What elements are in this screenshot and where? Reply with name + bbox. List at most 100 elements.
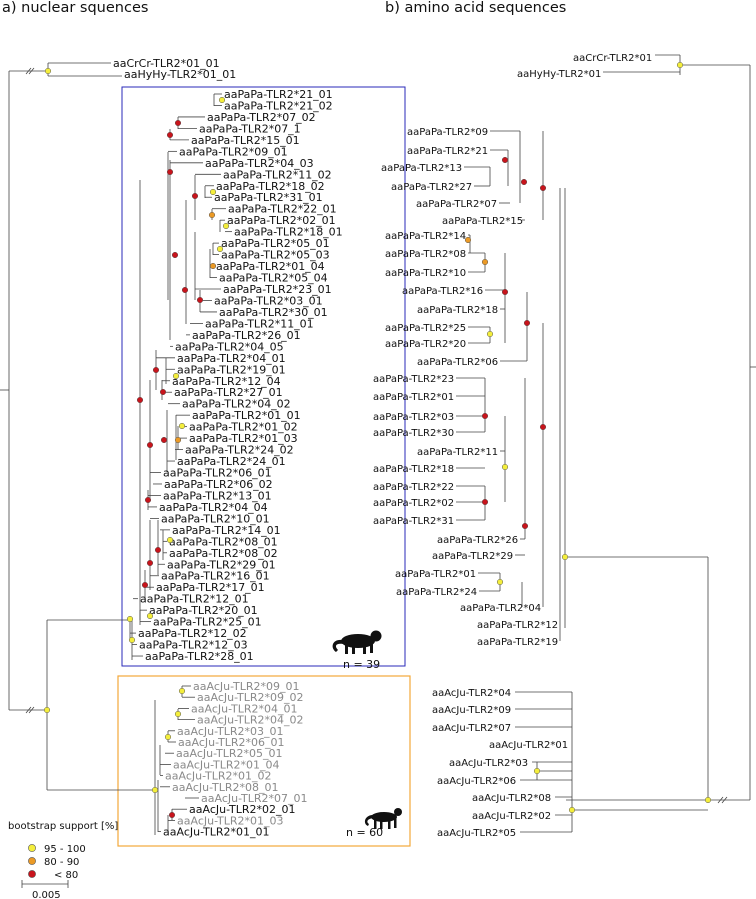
support-node <box>481 498 489 506</box>
tip-label: aaAcJu-TLR2*08 <box>472 793 551 804</box>
tip-label: aaPaPa-TLR2*05_03 <box>221 249 330 262</box>
support-node <box>174 436 182 444</box>
support-node <box>533 767 541 775</box>
support-node <box>561 553 569 561</box>
tip-label: aaAcJu-TLR2*08_01 <box>172 781 279 794</box>
tip-label: aaAcJu-TLR2*06_01 <box>178 736 285 749</box>
tip-label: aaAcJu-TLR2*06 <box>437 776 516 787</box>
support-node <box>481 412 489 420</box>
tip-label: aaPaPa-TLR2*30_01 <box>219 306 328 319</box>
heading-nuclear: a) nuclear squences <box>2 0 148 16</box>
legend-mid-marker <box>28 857 36 865</box>
tip-label: aaPaPa-TLR2*01_03 <box>189 432 298 445</box>
cheetah-count: n = 60 <box>346 826 383 839</box>
tip-label: aaAcJu-TLR2*07 <box>432 723 511 734</box>
support-node <box>464 236 472 244</box>
tip-label: aaPaPa-TLR2*12_04 <box>172 375 281 388</box>
tip-label: aaAcJu-TLR2*01 <box>489 740 568 751</box>
tip-label: aaPaPa-TLR2*26_01 <box>192 329 301 342</box>
tip-label: aaPaPa-TLR2*13 <box>381 163 462 174</box>
support-node <box>44 67 52 75</box>
tip-label: aaPaPa-TLR2*02 <box>373 498 454 509</box>
support-node <box>178 422 186 430</box>
support-node <box>208 211 216 219</box>
legend-high-marker <box>28 844 36 852</box>
support-node <box>501 463 509 471</box>
panther-clade-box <box>121 86 406 667</box>
cheetah-icon <box>364 808 402 829</box>
support-node <box>191 192 199 200</box>
heading-amino: b) amino acid sequences <box>385 0 566 16</box>
support-node <box>166 536 174 544</box>
tip-label: aaPaPa-TLR2*01 <box>395 569 476 580</box>
tip-label: aaPaPa-TLR2*22 <box>373 482 454 493</box>
tip-label: aaPaPa-TLR2*24_01 <box>177 455 286 468</box>
support-node <box>172 372 180 380</box>
tip-label: aaAcJu-TLR2*01_04 <box>173 758 280 771</box>
support-node <box>174 710 182 718</box>
tip-label: aaPaPa-TLR2*01 <box>373 392 454 403</box>
support-node <box>144 496 152 504</box>
tip-label: aaPaPa-TLR2*16 <box>402 286 483 297</box>
tip-label: aaPaPa-TLR2*23_01 <box>223 283 332 296</box>
outgroup-label: aaHyHy-TLR2*01 <box>517 69 601 80</box>
tip-label: aaPaPa-TLR2*27_01 <box>174 386 283 399</box>
outgroup-label: aaCrCr-TLR2*01 <box>573 53 652 64</box>
tip-label: aaPaPa-TLR2*04_05 <box>175 340 284 353</box>
tip-label: aaPaPa-TLR2*16_01 <box>161 570 270 583</box>
tip-label: aaPaPa-TLR2*04_01 <box>177 352 286 365</box>
tip-label: aaPaPa-TLR2*01_01 <box>192 409 301 422</box>
tip-label: aaPaPa-TLR2*12 <box>477 620 558 631</box>
support-node <box>501 288 509 296</box>
support-node <box>520 178 528 186</box>
tip-label: aaPaPa-TLR2*11_01 <box>205 317 314 330</box>
tip-label: aaPaPa-TLR2*18 <box>417 305 498 316</box>
tip-label: aaPaPa-TLR2*09_01 <box>179 145 288 158</box>
support-node <box>523 319 531 327</box>
support-node <box>209 262 217 270</box>
tip-label: aaPaPa-TLR2*10_01 <box>161 512 270 525</box>
support-node <box>160 436 168 444</box>
tip-label: aaPaPa-TLR2*07_02 <box>207 111 316 124</box>
tip-label: aaPaPa-TLR2*18 <box>373 464 454 475</box>
tip-label: aaPaPa-TLR2*04 <box>460 603 541 614</box>
support-node <box>128 636 136 644</box>
tip-label: aaPaPa-TLR2*24 <box>396 587 477 598</box>
tip-label: aaPaPa-TLR2*18_01 <box>234 226 343 239</box>
tip-label: aaPaPa-TLR2*07_1 <box>199 122 301 135</box>
panther-count: n = 39 <box>343 658 380 671</box>
tip-label: aaPaPa-TLR2*11_02 <box>223 168 332 181</box>
tip-label: aaPaPa-TLR2*27 <box>391 182 472 193</box>
branch <box>721 796 728 804</box>
tip-label: aaAcJu-TLR2*05_01 <box>176 747 283 760</box>
support-node <box>152 366 160 374</box>
tip-label: aaPaPa-TLR2*08 <box>385 249 466 260</box>
support-node <box>154 546 162 554</box>
tip-label: aaPaPa-TLR2*12_02 <box>138 627 247 640</box>
support-node <box>704 796 712 804</box>
tip-label: aaPaPa-TLR2*09 <box>407 127 488 138</box>
tip-label: aaAcJu-TLR2*01_02 <box>165 770 272 783</box>
support-node <box>151 786 159 794</box>
tip-label: aaPaPa-TLR2*31_01 <box>214 191 323 204</box>
tip-label: aaPaPa-TLR2*08_02 <box>169 547 278 560</box>
outgroup-label: aaCrCr-TLR2*01_01 <box>113 57 220 70</box>
support-node <box>501 156 509 164</box>
tip-label: aaAcJu-TLR2*01_03 <box>177 814 284 827</box>
support-node <box>216 245 224 253</box>
support-node <box>521 522 529 530</box>
support-node <box>539 184 547 192</box>
support-node <box>171 251 179 259</box>
support-node <box>159 388 167 396</box>
support-node <box>164 733 172 741</box>
legend-low-marker <box>28 870 36 878</box>
support-node <box>196 296 204 304</box>
scale-label: 0.005 <box>32 890 61 899</box>
tip-label: aaAcJu-TLR2*09 <box>432 705 511 716</box>
branch <box>717 796 724 804</box>
tip-label: aaPaPa-TLR2*23 <box>373 374 454 385</box>
tip-label: aaPaPa-TLR2*15_01 <box>191 134 300 147</box>
legend-mid-label: 80 - 90 <box>44 857 79 868</box>
tip-label: aaPaPa-TLR2*04_03 <box>205 157 314 170</box>
